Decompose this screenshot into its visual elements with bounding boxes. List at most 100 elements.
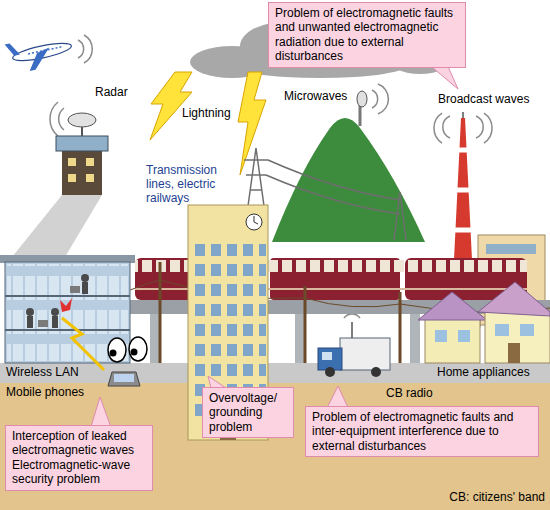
airplane bbox=[5, 31, 75, 75]
houses bbox=[520, 324, 534, 336]
radar-tower bbox=[56, 113, 108, 195]
callout-text: Electromagnetic-wave security problem bbox=[12, 458, 146, 487]
callout-text: Overvoltage/ grounding problem bbox=[209, 391, 287, 434]
houses bbox=[418, 292, 487, 320]
cb-truck bbox=[351, 322, 353, 338]
radar-tower bbox=[62, 150, 102, 195]
scene-label: Home appliances bbox=[437, 366, 530, 380]
power-pole bbox=[159, 262, 162, 363]
houses bbox=[508, 343, 520, 363]
power-pole bbox=[304, 286, 307, 363]
elevated-track bbox=[410, 314, 420, 363]
callout-box: Problem of electromagnetic faults and in… bbox=[305, 406, 539, 457]
glass-building bbox=[5, 295, 130, 297]
spying-eyes bbox=[131, 349, 138, 356]
scene-label: CB: citizens' band bbox=[449, 491, 545, 505]
power-pole bbox=[130, 280, 160, 290]
pylon bbox=[394, 192, 406, 240]
office-building bbox=[254, 222, 258, 224]
broadcast-tower bbox=[455, 188, 471, 193]
callout-text: Interception of leaked electromagnetic w… bbox=[12, 429, 146, 458]
scene-label: Broadcast waves bbox=[438, 93, 529, 107]
scene-label: Radar bbox=[95, 86, 128, 100]
ground bbox=[0, 363, 550, 383]
cb-truck bbox=[340, 338, 390, 370]
glass-building bbox=[62, 318, 104, 370]
scene-label: Wireless LAN bbox=[6, 366, 79, 380]
callout-box: Interception of leaked electromagnetic w… bbox=[5, 425, 153, 491]
houses bbox=[495, 324, 509, 336]
cb-truck bbox=[325, 367, 335, 377]
spying-eyes bbox=[108, 337, 147, 386]
houses bbox=[478, 282, 550, 316]
glass-building bbox=[5, 329, 130, 331]
green-hill bbox=[357, 91, 367, 107]
broadcast-building bbox=[486, 244, 536, 254]
houses bbox=[425, 318, 480, 363]
glass-building bbox=[38, 320, 48, 327]
radio-waves bbox=[484, 113, 492, 143]
glass-building bbox=[26, 308, 34, 316]
callout-box: Overvoltage/ grounding problem bbox=[202, 387, 294, 438]
radio-waves bbox=[378, 84, 388, 114]
houses bbox=[418, 282, 550, 363]
scene-label: CB radio bbox=[386, 387, 433, 401]
ground bbox=[8, 195, 102, 262]
glass-building bbox=[51, 308, 59, 316]
cb-truck bbox=[371, 367, 381, 377]
callout-text: Problem of electromagnetic faults and un… bbox=[275, 6, 459, 64]
broadcast-tower bbox=[462, 112, 464, 118]
spying-eyes bbox=[108, 338, 126, 362]
airplane bbox=[28, 47, 61, 54]
scene-label: Lightning bbox=[182, 107, 231, 121]
houses bbox=[458, 330, 470, 342]
houses bbox=[485, 310, 550, 363]
glass-building bbox=[5, 262, 130, 363]
office-building bbox=[246, 214, 262, 230]
callout-text: Problem of electromagnetic faults and in… bbox=[312, 410, 532, 453]
glass-building bbox=[81, 274, 89, 282]
cb-truck bbox=[322, 352, 332, 360]
airplane bbox=[5, 42, 20, 57]
scene-label: Microwaves bbox=[284, 90, 347, 104]
office-building bbox=[254, 216, 255, 222]
spying-eyes bbox=[108, 372, 140, 386]
radar-tower bbox=[56, 136, 108, 151]
glass-building bbox=[82, 282, 88, 294]
lightning-bolt bbox=[150, 72, 192, 140]
glass-building bbox=[60, 298, 72, 312]
spying-eyes bbox=[110, 350, 117, 357]
callout-tail bbox=[90, 62, 458, 430]
pylon bbox=[248, 148, 264, 206]
spying-eyes bbox=[129, 337, 147, 361]
radio-waves bbox=[78, 40, 84, 58]
radio-waves bbox=[372, 90, 378, 108]
radio-waves bbox=[59, 108, 64, 130]
glass-building bbox=[27, 316, 33, 328]
scene-label: Mobile phones bbox=[6, 386, 84, 400]
radio-waves bbox=[476, 116, 483, 138]
pylon bbox=[244, 159, 268, 161]
radio-waves bbox=[443, 116, 450, 138]
radar-tower bbox=[86, 158, 94, 166]
radio-waves bbox=[84, 35, 92, 63]
green-hill bbox=[272, 118, 425, 242]
radio-waves bbox=[434, 113, 442, 143]
pylon bbox=[268, 160, 400, 200]
radar-tower bbox=[68, 158, 76, 166]
power-pole bbox=[399, 292, 402, 363]
ground bbox=[0, 383, 550, 510]
glass-building bbox=[52, 316, 58, 328]
radar-tower bbox=[68, 113, 96, 127]
airplane bbox=[26, 47, 53, 71]
radio-waves bbox=[50, 102, 58, 136]
pylon bbox=[266, 175, 400, 214]
callout-box: Problem of electromagnetic faults and un… bbox=[268, 2, 466, 68]
pylon bbox=[246, 174, 266, 176]
glass-building bbox=[0, 255, 135, 370]
cb-truck bbox=[318, 322, 390, 377]
scene-label: Transmission lines, electric railways bbox=[146, 164, 230, 205]
radar-tower bbox=[68, 174, 76, 182]
glass-building bbox=[7, 264, 128, 361]
spying-eyes bbox=[114, 374, 134, 382]
